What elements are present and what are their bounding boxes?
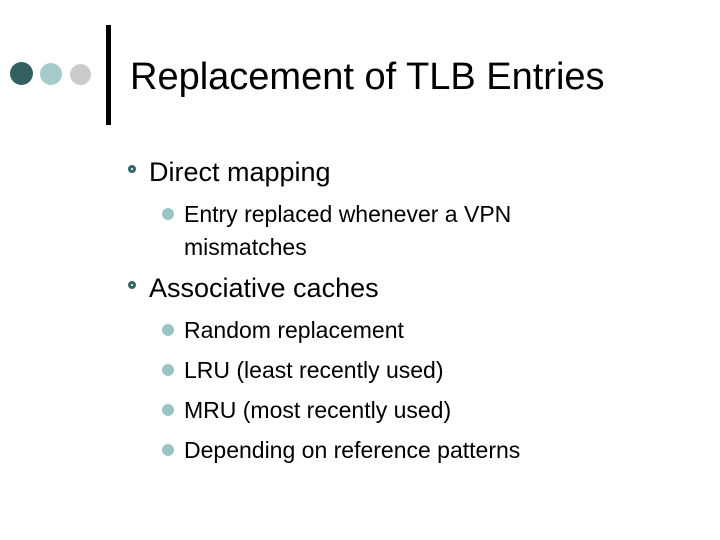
decorative-circle-dark-icon: [10, 62, 33, 85]
bullet-item-level2: Depending on reference patterns: [128, 434, 698, 467]
bullet-item-level2: MRU (most recently used): [128, 394, 698, 427]
bullet-item-level2: Random replacement: [128, 314, 698, 347]
bullet-text: Random replacement: [184, 317, 404, 343]
bullet-text: MRU (most recently used): [184, 397, 452, 423]
bullet-dot-icon: [162, 404, 174, 416]
bullet-text: Entry replaced whenever a VPN mismatches: [184, 201, 512, 260]
decorative-vertical-line: [106, 25, 111, 125]
slide-title: Replacement of TLB Entries: [130, 56, 605, 98]
bullet-dot-icon: [162, 208, 174, 220]
bullet-ring-icon: [128, 281, 136, 289]
decorative-circle-gray-icon: [70, 64, 91, 85]
bullet-text: LRU (least recently used): [184, 357, 444, 383]
bullet-item-level1: Associative caches: [128, 271, 698, 305]
bullet-text: Associative caches: [149, 273, 379, 303]
decorative-circle-light-icon: [40, 63, 62, 85]
bullet-ring-icon: [128, 165, 136, 173]
bullet-item-level2: Entry replaced whenever a VPN mismatches: [128, 198, 698, 264]
slide-body: Direct mapping Entry replaced whenever a…: [128, 155, 698, 467]
bullet-text: Direct mapping: [149, 157, 331, 187]
bullet-dot-icon: [162, 364, 174, 376]
bullet-dot-icon: [162, 324, 174, 336]
bullet-dot-icon: [162, 444, 174, 456]
bullet-text: Depending on reference patterns: [184, 437, 521, 463]
bullet-item-level1: Direct mapping: [128, 155, 698, 189]
bullet-item-level2: LRU (least recently used): [128, 354, 698, 387]
